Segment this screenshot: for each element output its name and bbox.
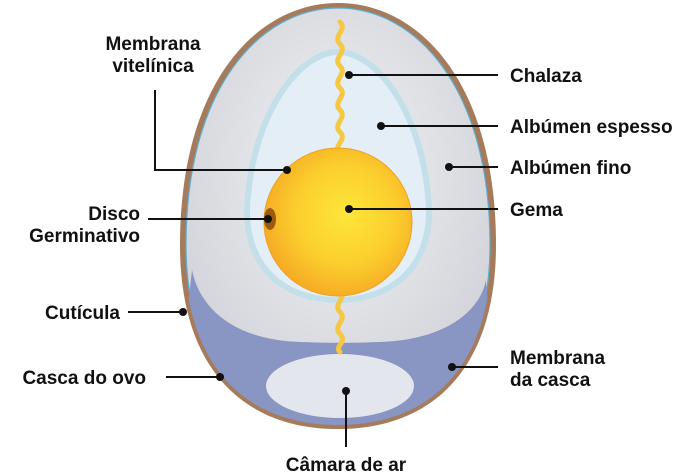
- label-gema: Gema: [510, 200, 563, 221]
- label-membrana-da-casca-line1: Membrana: [510, 348, 605, 369]
- air-cell: [266, 354, 414, 418]
- label-disco-germinativo-line1: Disco: [88, 204, 140, 225]
- label-membrana-vitelinica-line1: Membrana: [105, 34, 200, 55]
- label-cuticula: Cutícula: [45, 303, 120, 324]
- label-camara-de-ar: Câmara de ar: [286, 455, 407, 476]
- leader-cuticula: [128, 308, 187, 316]
- label-chalaza: Chalaza: [510, 66, 582, 87]
- label-membrana-vitelinica-line2: vitelínica: [112, 56, 194, 77]
- label-casca-do-ovo: Casca do ovo: [22, 368, 146, 389]
- label-albumen-fino: Albúmen fino: [510, 158, 631, 179]
- label-albumen-espesso: Albúmen espesso: [510, 117, 673, 138]
- label-disco-germinativo-line2: Germinativo: [29, 226, 140, 247]
- leader-casca-do-ovo: [166, 373, 224, 381]
- label-membrana-da-casca-line2: da casca: [510, 370, 591, 391]
